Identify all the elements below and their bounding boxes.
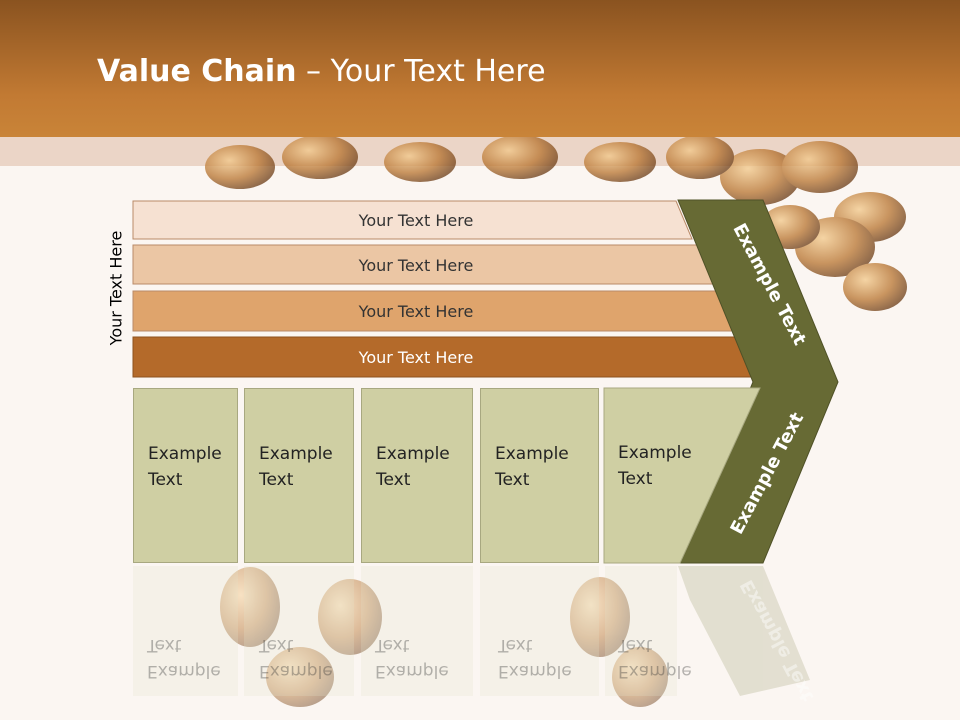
- slide-title: Value Chain – Your Text Here: [97, 54, 546, 89]
- bar-4: Your Text Here: [358, 347, 474, 367]
- bar-1: Your Text Here: [358, 210, 474, 230]
- bar-1-shape: [132, 200, 693, 240]
- column-3-line1: Example: [376, 444, 450, 464]
- column-1-line2: Text: [148, 470, 183, 490]
- title-bar: [0, 0, 960, 137]
- column-4-line2: Text: [495, 470, 530, 490]
- column-5-shape: [603, 387, 761, 564]
- column-3-line2: Text: [376, 470, 411, 490]
- bar-3: Your Text Here: [358, 301, 474, 321]
- column-2-line2: Text: [259, 470, 294, 490]
- coffee-beans-image: [205, 137, 907, 707]
- column-5-line2: Text: [618, 469, 653, 489]
- title-bold: Value Chain: [97, 54, 297, 89]
- side-label: Your Text Here: [106, 230, 126, 346]
- column-2-line1: Example: [259, 444, 333, 464]
- column-4-line1: Example: [495, 444, 569, 464]
- title-rest: – Your Text Here: [296, 54, 546, 89]
- column-5-line1: Example: [618, 443, 692, 463]
- bar-2: Your Text Here: [358, 255, 474, 275]
- column-1-line1: Example: [148, 444, 222, 464]
